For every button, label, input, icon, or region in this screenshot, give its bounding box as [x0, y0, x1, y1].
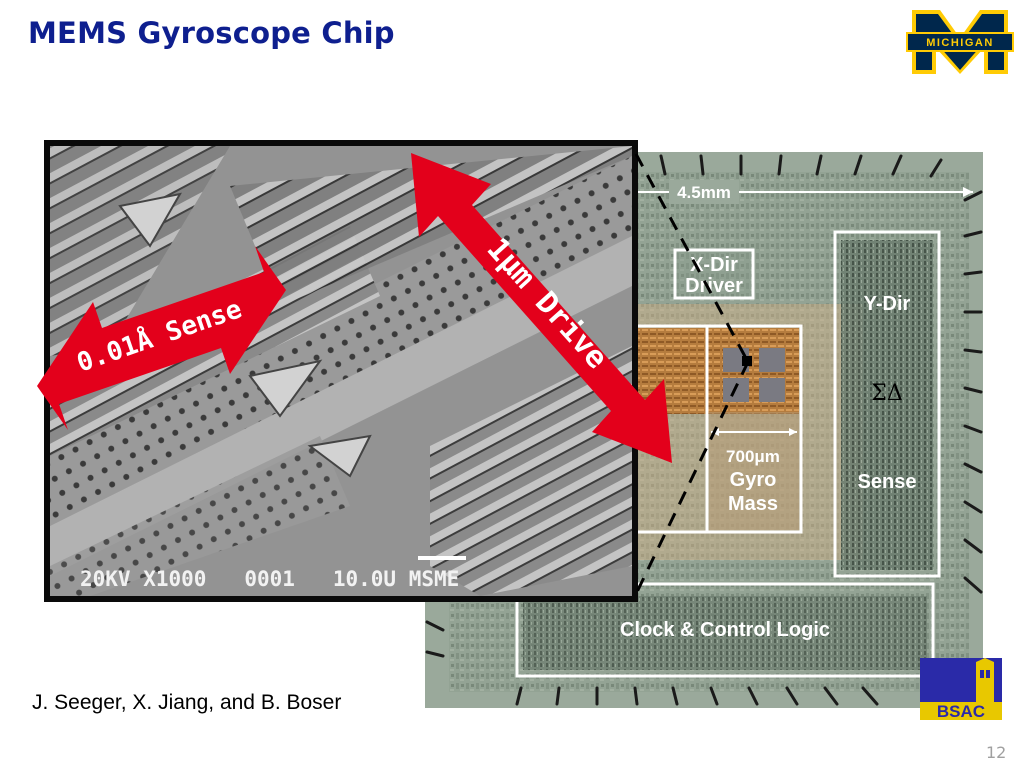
bsac-logo-text: BSAC: [937, 702, 985, 720]
y-dir-label: Y-Dir: [864, 293, 911, 315]
x-dir-label-line2: Driver: [685, 275, 743, 297]
bsac-logo: BSAC: [920, 658, 1002, 720]
sigma-delta-label: ΣΔ: [871, 381, 902, 406]
sem-micrograph: 20KV X1000 0001 10.0U MSME: [50, 146, 632, 596]
sense-block-label: Sense: [858, 471, 917, 493]
sem-caption: 20KV X1000 0001 10.0U MSME: [80, 567, 459, 591]
slide-title: MEMS Gyroscope Chip: [28, 16, 395, 50]
chip-dimension-label: 4.5mm: [677, 183, 731, 202]
author-credit: J. Seeger, X. Jiang, and B. Boser: [32, 691, 342, 714]
gyro-mass-line1: Gyro: [730, 469, 777, 491]
page-number: 12: [986, 743, 1007, 762]
gyro-size-label: 700μm: [726, 447, 780, 466]
x-dir-label-line1: X-Dir: [690, 254, 738, 276]
gyro-mass-line2: Mass: [728, 493, 778, 515]
michigan-logo: MICHIGAN: [906, 10, 1014, 74]
michigan-logo-text: MICHIGAN: [926, 37, 994, 49]
clock-control-label: Clock & Control Logic: [620, 619, 830, 641]
